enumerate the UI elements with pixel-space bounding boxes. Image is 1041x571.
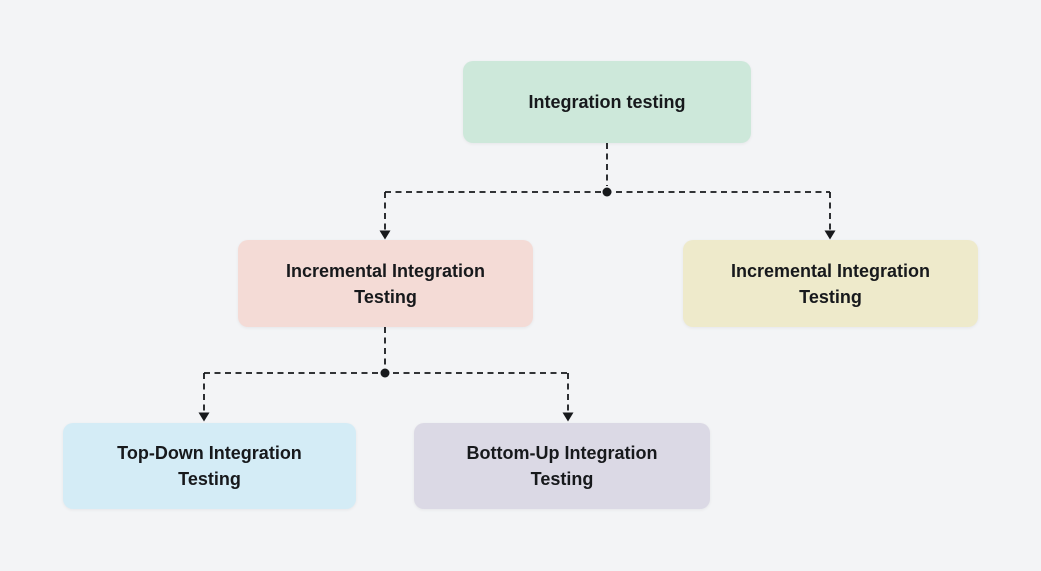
junction2-dot <box>380 368 390 378</box>
node-integration-testing-label: Integration testing <box>528 92 686 112</box>
node-bottom-up-integration-testing: Bottom-Up Integration Testing <box>414 423 710 509</box>
junction1-dot <box>602 187 612 197</box>
node-incremental-right-label: Incremental Integration Testing <box>730 260 931 307</box>
arrowhead-incremental-left <box>379 230 391 240</box>
arrowhead-top-down <box>198 412 210 422</box>
arrowhead-bottom-up <box>562 412 574 422</box>
node-integration-testing: Integration testing <box>463 61 751 143</box>
arrowhead-incremental-right <box>824 230 836 240</box>
node-incremental-integration-testing-left: Incremental Integration Testing <box>238 240 533 327</box>
node-incremental-integration-testing-right: Incremental Integration Testing <box>683 240 978 327</box>
node-bottom-up-label: Bottom-Up Integration Testing <box>466 443 658 489</box>
node-top-down-label: Top-Down Integration Testing <box>117 443 302 489</box>
node-incremental-left-label: Incremental Integration Testing <box>285 260 486 307</box>
node-top-down-integration-testing: Top-Down Integration Testing <box>63 423 356 509</box>
